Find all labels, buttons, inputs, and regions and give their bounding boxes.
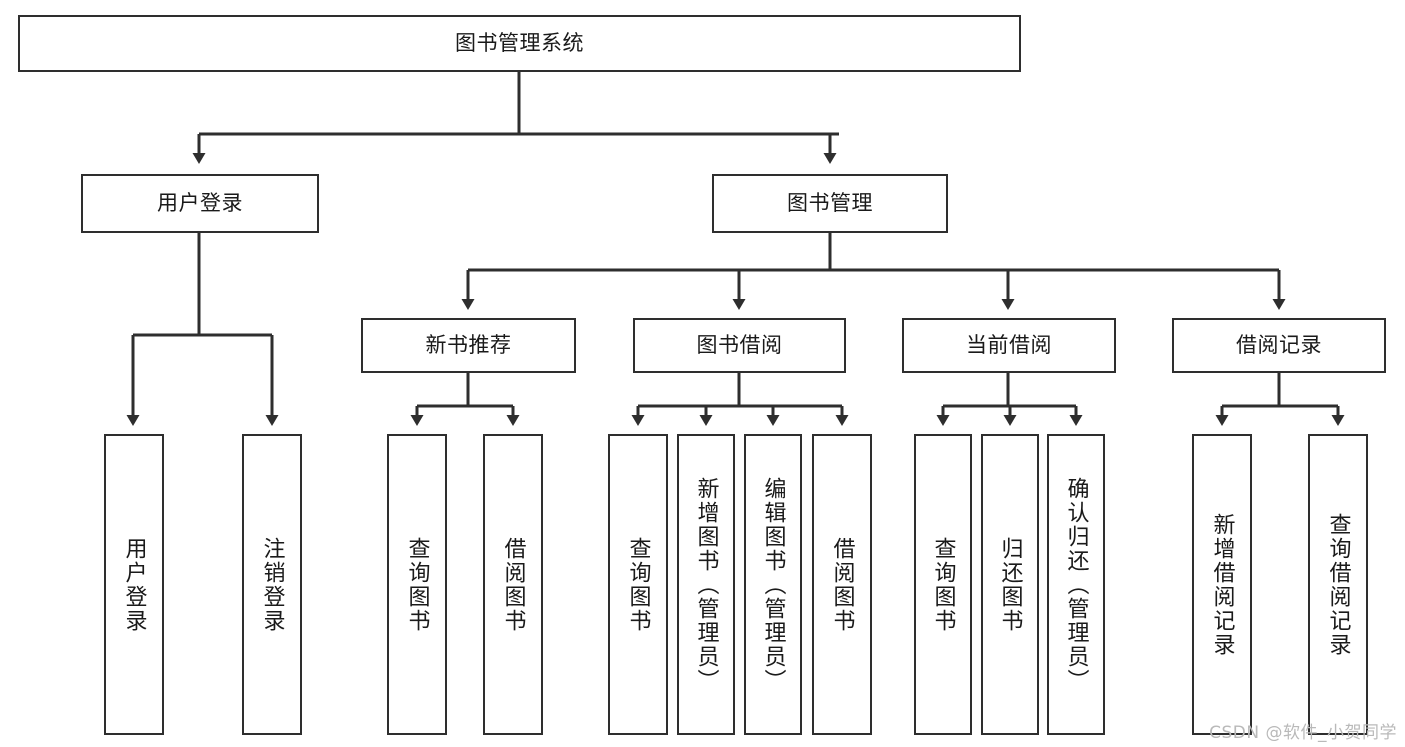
node-leaf-add-record-label: 新增借阅记录 <box>1209 512 1235 657</box>
node-book-borrow-label: 图书借阅 <box>696 332 783 357</box>
node-new-book-recommend[interactable]: 新书推荐 <box>361 318 576 373</box>
node-leaf-borrow-book-1[interactable]: 借阅图书 <box>483 434 543 735</box>
node-leaf-logout[interactable]: 注销登录 <box>242 434 302 735</box>
node-leaf-query-book-2-label: 查询图书 <box>625 536 651 633</box>
node-leaf-borrow-book-1-label: 借阅图书 <box>500 536 526 633</box>
node-leaf-query-book-2[interactable]: 查询图书 <box>608 434 668 735</box>
node-leaf-borrow-book-2[interactable]: 借阅图书 <box>812 434 872 735</box>
node-user-login[interactable]: 用户登录 <box>81 174 319 233</box>
node-leaf-edit-book-label: 编辑图书（管理员） <box>760 476 786 693</box>
node-leaf-add-book[interactable]: 新增图书（管理员） <box>677 434 735 735</box>
node-leaf-add-record[interactable]: 新增借阅记录 <box>1192 434 1252 735</box>
node-current-borrow-label: 当前借阅 <box>966 332 1052 357</box>
node-leaf-query-record[interactable]: 查询借阅记录 <box>1308 434 1368 735</box>
node-book-management-label: 图书管理 <box>787 190 873 215</box>
node-leaf-query-book-1[interactable]: 查询图书 <box>387 434 447 735</box>
node-root-label: 图书管理系统 <box>455 30 584 55</box>
node-leaf-user-login-label: 用户登录 <box>121 536 147 633</box>
node-leaf-query-book-3[interactable]: 查询图书 <box>914 434 972 735</box>
node-leaf-query-book-3-label: 查询图书 <box>930 536 956 633</box>
node-leaf-edit-book[interactable]: 编辑图书（管理员） <box>744 434 802 735</box>
node-leaf-logout-label: 注销登录 <box>259 536 285 633</box>
node-leaf-query-record-label: 查询借阅记录 <box>1325 512 1351 657</box>
node-book-management[interactable]: 图书管理 <box>712 174 948 233</box>
node-leaf-confirm-return-label: 确认归还（管理员） <box>1063 476 1089 693</box>
node-leaf-add-book-label: 新增图书（管理员） <box>693 476 719 693</box>
node-borrow-record-label: 借阅记录 <box>1236 332 1322 357</box>
node-leaf-return-book-label: 归还图书 <box>997 536 1023 633</box>
node-new-book-recommend-label: 新书推荐 <box>425 332 512 357</box>
node-leaf-user-login[interactable]: 用户登录 <box>104 434 164 735</box>
node-leaf-borrow-book-2-label: 借阅图书 <box>829 536 855 633</box>
node-current-borrow[interactable]: 当前借阅 <box>902 318 1116 373</box>
node-user-login-label: 用户登录 <box>157 190 243 215</box>
node-root[interactable]: 图书管理系统 <box>18 15 1021 72</box>
node-leaf-query-book-1-label: 查询图书 <box>404 536 430 633</box>
node-book-borrow[interactable]: 图书借阅 <box>633 318 846 373</box>
node-leaf-return-book[interactable]: 归还图书 <box>981 434 1039 735</box>
node-borrow-record[interactable]: 借阅记录 <box>1172 318 1386 373</box>
node-leaf-confirm-return[interactable]: 确认归还（管理员） <box>1047 434 1105 735</box>
